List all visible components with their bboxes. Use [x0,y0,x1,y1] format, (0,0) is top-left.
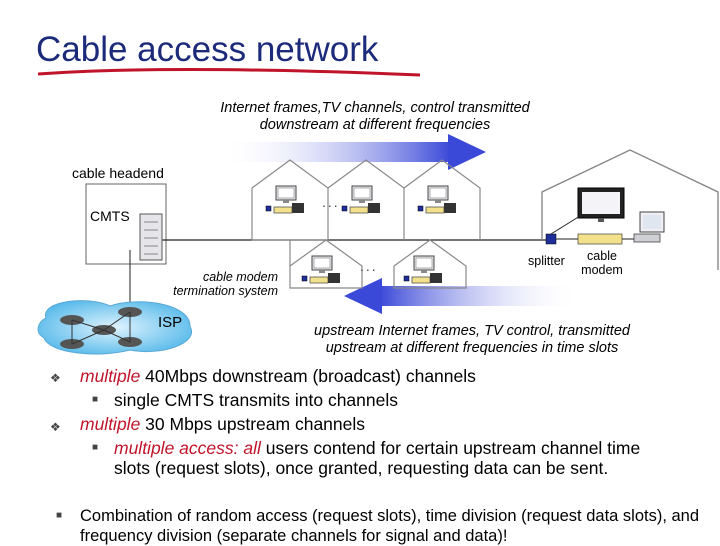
headend-box [85,183,167,265]
ellipsis-lower: ... [360,258,378,274]
sub-bullet-marker: ■ [92,442,99,453]
cmts-rack-icon [139,213,163,261]
house-icon [393,239,467,289]
sub-bullet-marker: ■ [92,394,99,405]
bullet-1-text: 40Mbps downstream (broadcast) channels [140,366,476,386]
bullet-2-sub-text: users contend for certain upstream chann… [114,438,641,478]
cmts-caption-line-1: cable modem [202,270,278,284]
bullet-3: Combination of random access (request sl… [80,507,700,545]
cmts-caption-line-2: termination system [173,284,278,298]
cmts-label: CMTS [90,208,130,224]
downstream-caption: Internet frames,TV channels, control tra… [200,100,550,134]
isp-cloud-icon [37,300,193,355]
house-icon [327,159,405,240]
downstream-arrow [220,134,486,170]
big-house-icon [541,149,719,270]
bullet-2-sub-emphasis: multiple access: all [114,438,261,458]
title-underline [37,67,421,77]
bullet-2-emphasis: multiple [80,414,141,434]
isp-label: ISP [158,314,183,331]
house-icon [289,239,363,289]
bullet-1: multiple 40Mbps downstream (broadcast) c… [80,366,700,386]
downstream-caption-line-1: Internet frames,TV channels, control tra… [220,100,530,116]
upstream-arrow [344,278,580,314]
cmts-caption: cable modem termination system [160,270,278,298]
splitter-label: splitter [528,254,565,268]
sub-bullet-marker: ■ [56,510,63,521]
upstream-caption: upstream Internet frames, TV control, tr… [290,323,654,357]
house-icon [403,159,481,240]
modem-label-line-1: cable [587,249,617,263]
downstream-caption-line-2: downstream at different frequencies [259,117,491,133]
bullet-1-emphasis: multiple [80,366,141,386]
upstream-caption-line-1: upstream Internet frames, TV control, tr… [314,323,630,339]
modem-label: cable modem [578,249,626,277]
ellipsis-upper: ... [322,194,340,210]
modem-label-line-2: modem [581,263,623,277]
headend-label: cable headend [72,165,164,181]
bullet-1-sub: single CMTS transmits into channels [114,390,398,410]
bullet-2: multiple 30 Mbps upstream channels [80,414,700,434]
upstream-caption-line-2: upstream at different frequencies in tim… [325,340,619,356]
bullet-marker: ❖ [50,420,61,434]
house-icon [251,159,329,241]
bullet-2-sub: multiple access: all users contend for c… [114,438,680,478]
bullet-2-text: 30 Mbps upstream channels [140,414,366,434]
bullet-marker: ❖ [50,371,61,385]
page-title: Cable access network [36,30,379,69]
